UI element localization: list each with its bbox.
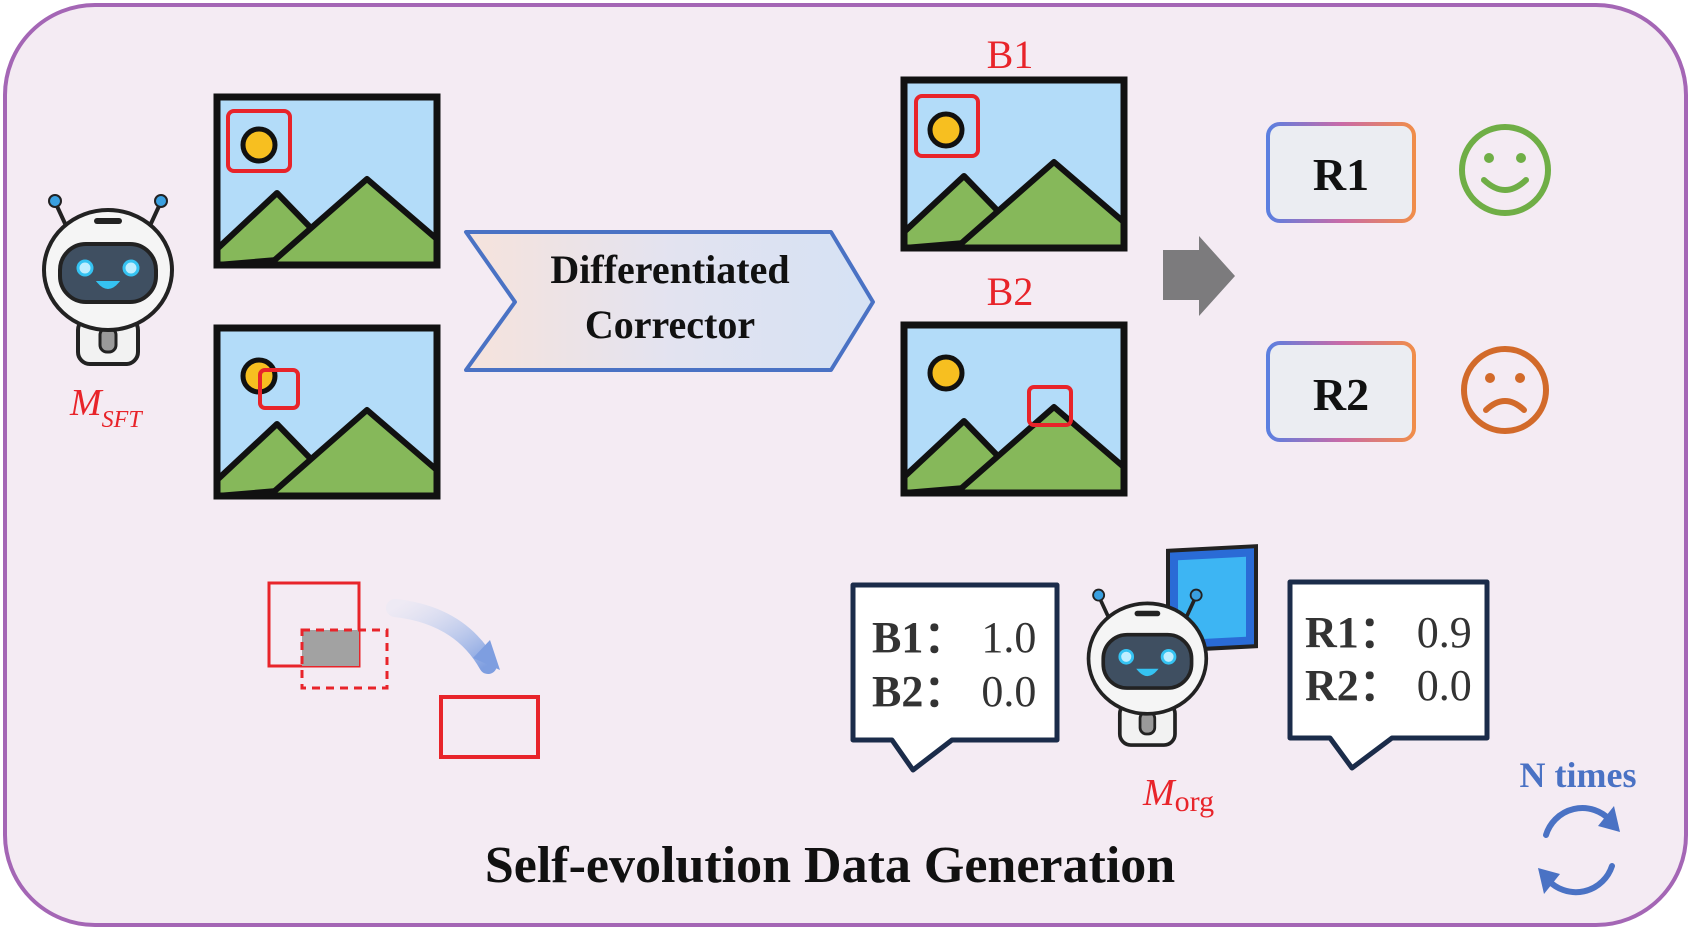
bounding-box [226, 109, 292, 173]
response-score-bubble [1287, 579, 1490, 771]
response-label-r2: R2 [1313, 369, 1369, 420]
bounding-box [1027, 385, 1073, 427]
landscape-image-icon [904, 80, 1154, 248]
right-arrow-icon [1163, 236, 1235, 316]
response-label-r1: R1 [1313, 149, 1369, 200]
overlap-region [302, 630, 359, 666]
box-label-b1: B1 [987, 32, 1034, 77]
box-target [439, 695, 540, 759]
box-score-bubble [850, 582, 1060, 773]
sad-face-icon [1461, 346, 1549, 434]
response-box-r2 [1266, 341, 1416, 442]
corrector-line2: Corrector [585, 302, 755, 347]
response-score-r2: R2：0.0 [1305, 661, 1472, 710]
response-box-r1 [1266, 122, 1416, 223]
model-sft-label: MSFT [69, 382, 143, 433]
corrector-chevron [464, 230, 875, 372]
refresh-cycle-icon [1538, 805, 1620, 896]
landscape-image-icon [217, 97, 467, 265]
diagram-title: Self-evolution Data Generation [485, 837, 1175, 894]
response-score-r1: R1：0.9 [1305, 608, 1472, 657]
box-score-b2: B2：0.0 [872, 667, 1036, 716]
model-org-label: Morg [1142, 772, 1214, 818]
box-shifted [300, 628, 389, 690]
iou-illustration [267, 581, 540, 759]
repeat-label: N times [1520, 755, 1637, 795]
smiley-face-icon [1459, 124, 1551, 216]
box-score-b1: B1：1.0 [872, 613, 1036, 662]
landscape-image-icon [217, 328, 467, 496]
box-label-b2: B2 [987, 269, 1034, 314]
landscape-image-icon [904, 325, 1154, 493]
bounding-box [258, 368, 300, 410]
corrector-line1: Differentiated [550, 247, 789, 292]
bounding-box [914, 94, 980, 158]
